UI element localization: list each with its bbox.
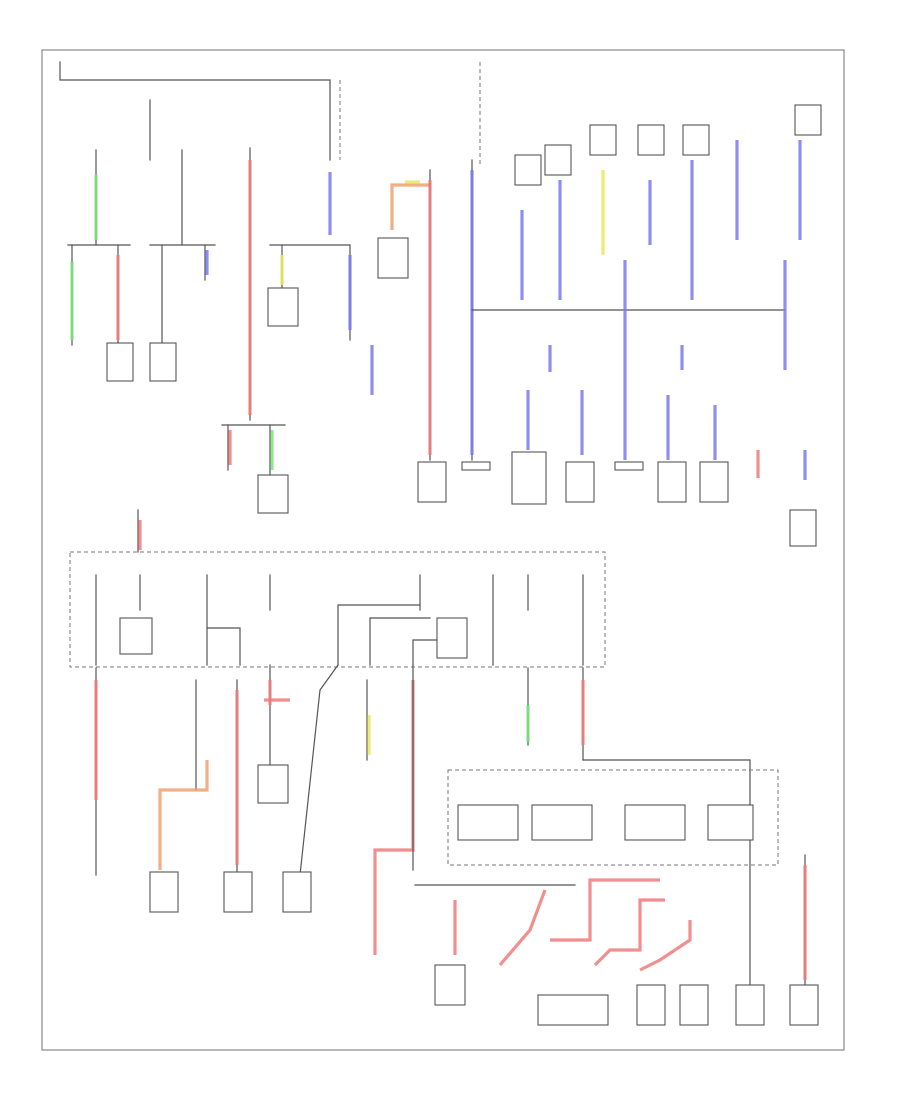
fuse-relay-box [69, 551, 606, 681]
module-switch [531, 804, 593, 841]
component-box [544, 144, 572, 176]
wire-segment [550, 878, 660, 942]
relay [119, 617, 153, 655]
component-box [699, 461, 729, 503]
wire-segment [390, 183, 430, 230]
mid-left-junction [137, 424, 286, 553]
wire-segment [299, 664, 339, 876]
wire-segment [582, 759, 751, 986]
component-box [257, 474, 289, 514]
wire-segment [639, 920, 692, 972]
component-box [682, 124, 710, 156]
top-wiring-section [59, 61, 807, 480]
component-box [106, 342, 134, 382]
component-box [789, 509, 817, 547]
fuse-box-outline [69, 551, 606, 668]
component-box [257, 764, 289, 804]
component-box [149, 342, 177, 382]
component-box [149, 871, 179, 913]
component-box [794, 104, 822, 136]
component-box [514, 154, 542, 186]
component-box [417, 461, 447, 503]
top-feed-wire [59, 61, 331, 161]
wire-segment [206, 627, 241, 666]
component-box [377, 237, 409, 279]
component-box [565, 461, 595, 503]
component-box [789, 984, 819, 1026]
wire-segment [412, 639, 438, 666]
diagram-frame [41, 49, 845, 1051]
bottom-wiring-section [94, 664, 807, 986]
module-switch [457, 804, 519, 841]
component-box [537, 994, 609, 1026]
component-box [511, 451, 547, 505]
top-components [106, 104, 822, 547]
component-box [267, 287, 299, 327]
component-box [589, 124, 617, 156]
component-box [657, 461, 687, 503]
component-box [614, 461, 644, 471]
module-outline [447, 769, 779, 866]
wire-segment [158, 760, 209, 870]
component-box [636, 984, 666, 1026]
module-switch [624, 804, 686, 841]
wire-segment [337, 604, 421, 666]
component-box [282, 871, 312, 913]
component-box [434, 964, 466, 1006]
wire-segment [373, 680, 415, 955]
component-box [461, 461, 491, 471]
bottom-components [149, 764, 819, 1026]
component-box [637, 124, 665, 156]
wire-segment [498, 889, 547, 967]
module-switch [707, 804, 754, 841]
wire-segment [369, 617, 431, 666]
component-box [735, 984, 765, 1026]
component-box [679, 984, 709, 1026]
relay [436, 617, 468, 659]
component-box [223, 871, 253, 913]
wire-segment [593, 898, 665, 967]
